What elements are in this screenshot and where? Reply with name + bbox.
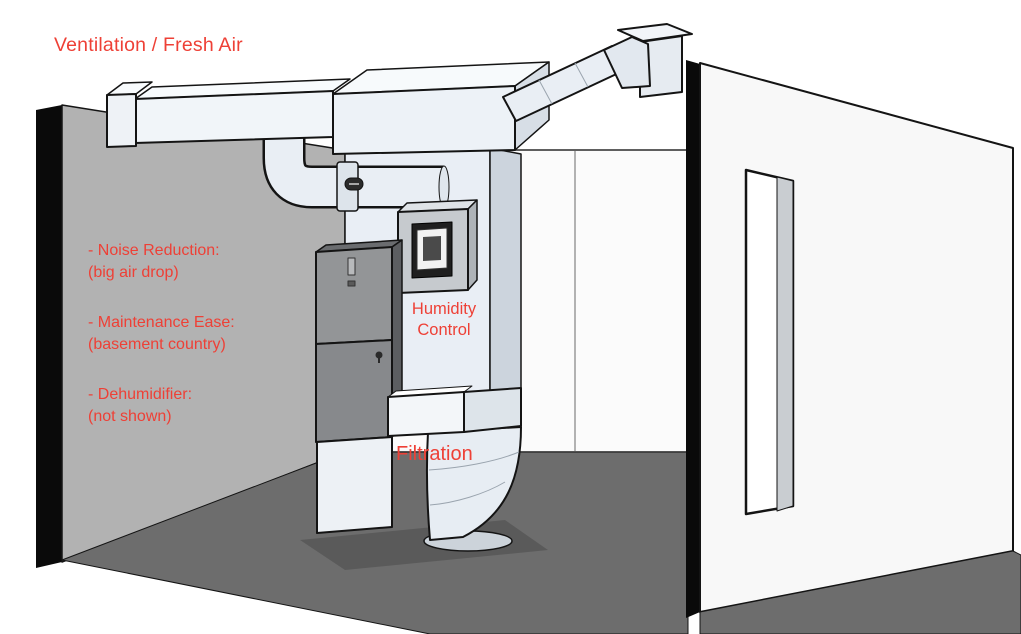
ceiling-plenum-box xyxy=(332,61,550,155)
label-humidity-control: Humidity Control xyxy=(398,299,490,341)
label-filtration: Filtration xyxy=(396,443,473,465)
return-drop-body xyxy=(425,426,522,541)
intake-pipe-body xyxy=(265,118,444,206)
note-heading: - Dehumidifier: xyxy=(88,386,193,403)
floor-right xyxy=(699,550,1021,634)
exhaust-pipe-seam-1 xyxy=(538,79,553,105)
furnace-unit xyxy=(315,239,403,443)
ceiling-duct-left xyxy=(106,78,351,148)
plenum-column-side xyxy=(489,147,522,401)
humidifier-side xyxy=(467,199,478,291)
label-humidity-line1: Humidity xyxy=(411,300,477,318)
left-duct-endcap xyxy=(106,93,137,148)
return-drop-seam-2 xyxy=(429,481,506,506)
note-detail: (not shown) xyxy=(88,408,172,425)
door-jamb xyxy=(776,176,794,512)
fresh-air-intake-pipe xyxy=(262,118,450,212)
room xyxy=(36,60,1021,634)
furnace-sight-slot xyxy=(347,257,356,276)
note-detail: (basement country) xyxy=(88,336,226,353)
exhaust-pipe-seam-2 xyxy=(574,62,589,88)
filter-cabinet-side xyxy=(463,387,522,433)
humidifier-window-core xyxy=(423,236,441,261)
note-heading: - Noise Reduction: xyxy=(88,242,220,259)
annotation-notes: - Noise Reduction: (big air drop) - Main… xyxy=(88,240,235,456)
return-air-drop xyxy=(423,426,522,552)
filter-cabinet-front xyxy=(387,391,465,437)
humidifier-unit xyxy=(397,199,478,294)
exhaust-duct-diagonal xyxy=(502,23,693,122)
filter-cabinet xyxy=(387,385,522,437)
hvac-system xyxy=(106,23,693,552)
label-humidity-line2: Control xyxy=(417,321,471,339)
exhaust-elbow xyxy=(603,36,651,89)
furnace-base-cabinet xyxy=(316,436,393,534)
right-wall-edge xyxy=(686,60,700,618)
plenum-box-front xyxy=(332,85,516,155)
furnace-keyhole xyxy=(375,351,383,359)
left-wall-edge xyxy=(36,105,62,568)
left-duct-front xyxy=(134,90,334,144)
note-heading: - Maintenance Ease: xyxy=(88,314,235,331)
diagram-title: Ventilation / Fresh Air xyxy=(54,34,243,56)
exhaust-cap xyxy=(617,23,693,42)
return-drop-seam-1 xyxy=(428,451,520,471)
note-noise-reduction: - Noise Reduction: (big air drop) xyxy=(88,240,235,284)
base-cabinet-front xyxy=(316,436,393,534)
furnace-switch xyxy=(347,280,356,287)
note-detail: (big air drop) xyxy=(88,264,179,281)
note-dehumidifier: - Dehumidifier: (not shown) xyxy=(88,384,235,428)
note-maintenance-ease: - Maintenance Ease: (basement country) xyxy=(88,312,235,356)
